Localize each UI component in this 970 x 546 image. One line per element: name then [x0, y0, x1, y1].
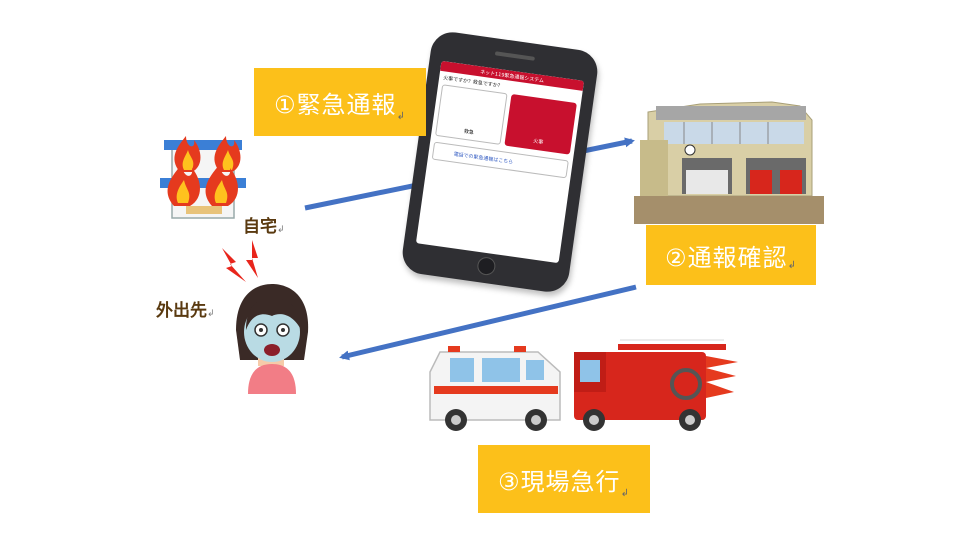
phone-speaker — [494, 51, 535, 61]
step3-label: ③現場急行 — [498, 467, 621, 496]
step1-label: ①緊急通報 — [274, 90, 397, 119]
step3-return-mark: ↲ — [620, 488, 630, 499]
ambulance-option-label: 救急 — [463, 128, 475, 137]
home-return-mark: ↲ — [277, 225, 285, 235]
fire-station-icon — [634, 101, 824, 224]
smartphone: ネット119緊急通報システム 火事ですか？救急ですか？ 救急 火事 電話での緊急… — [399, 29, 601, 295]
ambulance-icon — [429, 346, 561, 431]
panicked-person-icon — [236, 284, 309, 394]
home-button[interactable] — [476, 255, 497, 277]
shock-lightning-icon — [222, 240, 258, 282]
step1-return-mark: ↲ — [396, 111, 406, 122]
step2-return-mark: ↲ — [787, 260, 797, 271]
fire-option-button[interactable]: 火事 — [504, 93, 577, 155]
burning-house-icon — [160, 136, 246, 219]
step1-label-box: ①緊急通報 ↲ — [254, 68, 426, 136]
away-label: 外出先↲ — [156, 296, 215, 321]
ambulance-option-button[interactable]: 救急 — [435, 84, 508, 145]
step3-label-box: ③現場急行 ↲ — [478, 445, 650, 513]
step2-label-box: ②通報確認 ↲ — [646, 225, 816, 285]
home-label-text: 自宅 — [243, 217, 277, 237]
step2-label: ②通報確認 — [665, 243, 788, 272]
fire-truck-icon — [574, 339, 738, 431]
away-return-mark: ↲ — [207, 309, 215, 319]
away-label-text: 外出先 — [156, 301, 207, 321]
phone-body: ネット119緊急通報システム 火事ですか？救急ですか？ 救急 火事 電話での緊急… — [399, 29, 601, 295]
phone-screen: ネット119緊急通報システム 火事ですか？救急ですか？ 救急 火事 電話での緊急… — [415, 60, 585, 264]
fire-option-label: 火事 — [532, 138, 544, 146]
home-label: 自宅↲ — [243, 212, 285, 237]
arrow-dispatch — [339, 284, 637, 361]
